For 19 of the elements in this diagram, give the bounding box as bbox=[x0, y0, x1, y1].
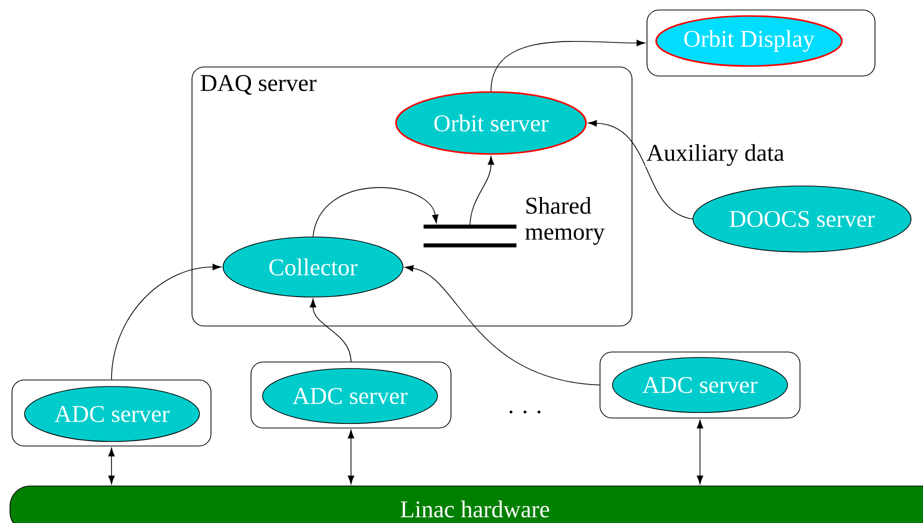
edge-label: Auxiliary data bbox=[645, 143, 786, 167]
rounded-box bbox=[646, 10, 876, 76]
rounded-box bbox=[250, 362, 452, 428]
rounded-box bbox=[600, 352, 800, 418]
rounded-box bbox=[12, 380, 212, 446]
arrow bbox=[696, 420, 704, 484]
arrow bbox=[312, 187, 438, 237]
arrow bbox=[310, 298, 352, 362]
arrow bbox=[490, 40, 646, 92]
arrow bbox=[404, 265, 600, 386]
ellipsis-text: . . . bbox=[510, 410, 540, 414]
hardware-bar: Linac hardware bbox=[10, 486, 923, 523]
memory-symbol bbox=[424, 224, 516, 248]
arrow bbox=[111, 264, 222, 380]
arrow bbox=[588, 120, 693, 220]
arrow bbox=[348, 430, 354, 484]
caption-text: Shared memory bbox=[525, 197, 605, 245]
arrow bbox=[470, 156, 494, 227]
arrow bbox=[108, 448, 115, 484]
